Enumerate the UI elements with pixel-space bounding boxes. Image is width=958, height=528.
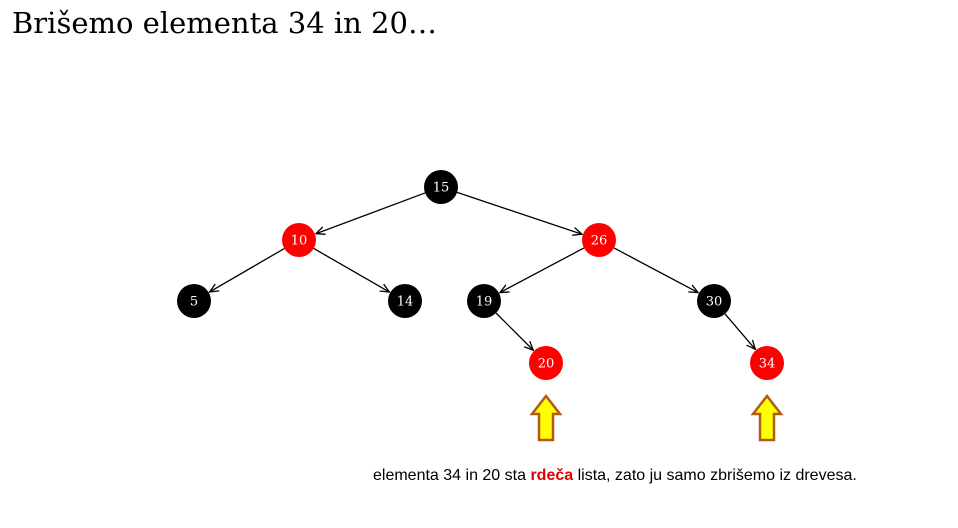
edge-26-to-30 <box>613 247 698 293</box>
caption-text-before: elementa 34 in 20 sta <box>373 467 531 484</box>
node-label: 30 <box>706 295 723 310</box>
tree-node-30: 30 <box>697 284 731 318</box>
node-circle-red <box>750 346 784 380</box>
tree-nodes: 15 10 26 5 14 19 30 20 34 <box>177 170 784 380</box>
tree-node-20: 20 <box>529 346 563 380</box>
tree-node-15: 15 <box>424 170 458 204</box>
node-circle-black <box>177 284 211 318</box>
node-label: 26 <box>591 234 608 249</box>
edge-15-to-26 <box>456 191 582 234</box>
edge-30-to-34 <box>724 313 755 349</box>
node-circle-red <box>529 346 563 380</box>
tree-node-14: 14 <box>388 284 422 318</box>
up-arrow-icon-20 <box>529 393 563 442</box>
node-label: 20 <box>538 357 555 372</box>
node-label: 34 <box>759 357 776 372</box>
edge-15-to-10 <box>316 192 426 234</box>
node-label: 10 <box>291 234 308 249</box>
tree-node-5: 5 <box>177 284 211 318</box>
node-circle-black <box>424 170 458 204</box>
caption-text-after: lista, zato ju samo zbrišemo iz drevesa. <box>573 467 857 484</box>
tree-node-26: 26 <box>582 223 616 257</box>
tree-node-34: 34 <box>750 346 784 380</box>
page-title: Brišemo elementa 34 in 20… <box>12 6 437 40</box>
edge-26-to-19 <box>500 247 585 293</box>
node-circle-black <box>697 284 731 318</box>
node-label: 15 <box>433 181 450 196</box>
caption-highlight-red: rdeča <box>530 467 574 484</box>
node-label: 14 <box>397 295 414 310</box>
edge-10-to-5 <box>210 247 285 292</box>
tree-node-19: 19 <box>467 284 501 318</box>
node-circle-black <box>388 284 422 318</box>
node-circle-red <box>582 223 616 257</box>
node-label: 5 <box>190 295 198 310</box>
node-label: 19 <box>476 295 493 310</box>
up-arrow-icon-34 <box>750 393 784 442</box>
tree-edges <box>210 191 756 350</box>
deletion-markers <box>529 393 784 442</box>
node-circle-black <box>467 284 501 318</box>
tree-node-10: 10 <box>282 223 316 257</box>
edge-10-to-14 <box>313 247 390 292</box>
node-circle-red <box>282 223 316 257</box>
edge-19-to-20 <box>495 312 533 350</box>
explanation-caption: elementa 34 in 20 sta rdeča lista, zato … <box>373 467 857 485</box>
